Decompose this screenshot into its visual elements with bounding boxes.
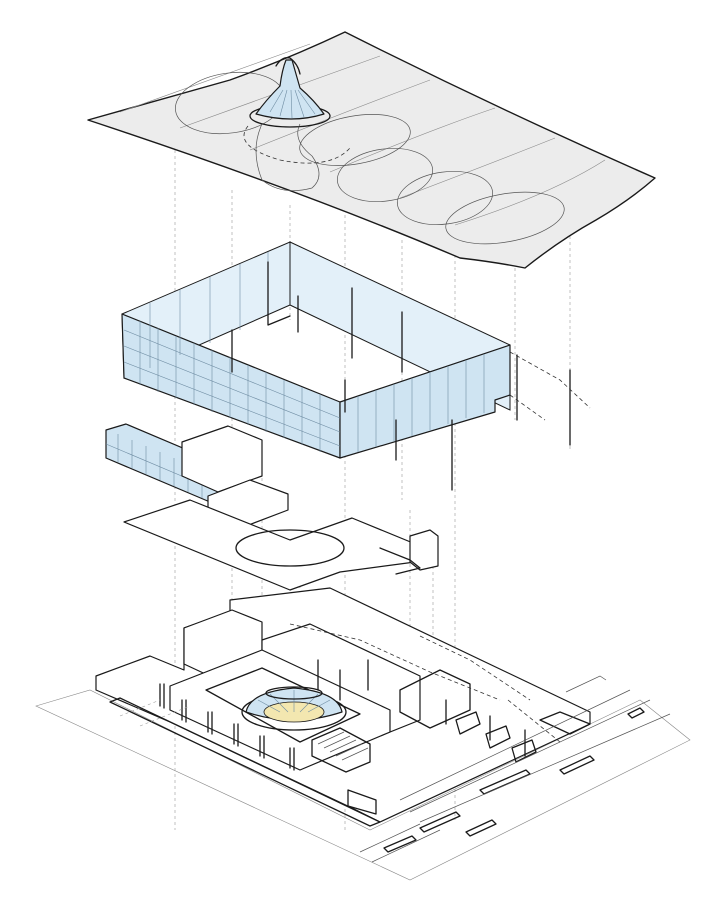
site-edge [35, 689, 691, 881]
glass-enclosure-layer [121, 241, 591, 491]
glass-mullions [123, 252, 485, 452]
glass-enclosure-posts [231, 287, 571, 491]
roof-light-funnel [243, 57, 351, 191]
roof-layer [87, 31, 656, 269]
right-wing-rooms [367, 659, 591, 763]
ground-floor-layer [35, 587, 691, 881]
mezzanine-block [181, 425, 263, 493]
mezzanine-oval-opening [235, 529, 345, 567]
colonnade-posts [159, 659, 341, 771]
roof-canopy [87, 31, 656, 269]
glass-wall-front-right [339, 344, 511, 459]
stair [311, 727, 371, 773]
mezzanine-layer [105, 423, 439, 591]
landscape-strips [359, 675, 671, 863]
courtyard-dome [241, 686, 347, 731]
